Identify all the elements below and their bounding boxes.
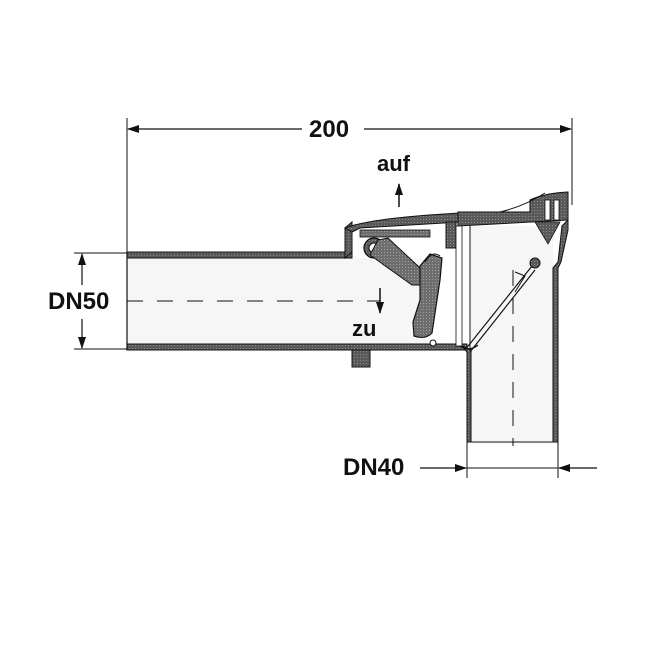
overall-length-label: 200 bbox=[309, 116, 350, 143]
linkage-foot bbox=[459, 344, 479, 350]
inlet-pipe-top-wall bbox=[126, 251, 353, 259]
flap-clip bbox=[424, 253, 441, 263]
open-direction-label: auf bbox=[377, 151, 410, 176]
inlet-pipe bbox=[126, 251, 468, 351]
dimension-inlet-diameter bbox=[74, 252, 127, 350]
linkage-spring bbox=[514, 271, 526, 293]
closed-direction-label: zu bbox=[352, 316, 377, 341]
linkage-rod-a bbox=[464, 265, 533, 351]
housing-rib-2 bbox=[553, 199, 560, 221]
inlet-diameter-label: DN50 bbox=[48, 288, 110, 315]
housing-rib-1 bbox=[544, 199, 551, 221]
inlet-pipe-bottom-wall bbox=[126, 343, 468, 351]
outlet-diameter-label: DN40 bbox=[343, 454, 405, 481]
valve-flap bbox=[412, 253, 443, 339]
housing-top-body bbox=[457, 191, 569, 227]
flap-guide bbox=[455, 225, 463, 347]
outlet-bracket bbox=[534, 221, 561, 245]
flap-seat-wall bbox=[445, 221, 457, 249]
lid-inner-plate bbox=[359, 229, 431, 238]
outlet-right-wall bbox=[552, 218, 569, 443]
housing-dome bbox=[499, 192, 546, 213]
outlet-left-wall bbox=[461, 345, 472, 443]
linkage-ball bbox=[529, 257, 541, 269]
valve-housing bbox=[343, 191, 569, 347]
drain-stub bbox=[351, 349, 371, 368]
dimension-outlet-diameter bbox=[420, 440, 597, 478]
linkage-rod-b bbox=[469, 269, 536, 353]
flap-hinge bbox=[429, 339, 437, 347]
housing-lid bbox=[343, 212, 461, 233]
flap-mechanism bbox=[363, 237, 541, 353]
